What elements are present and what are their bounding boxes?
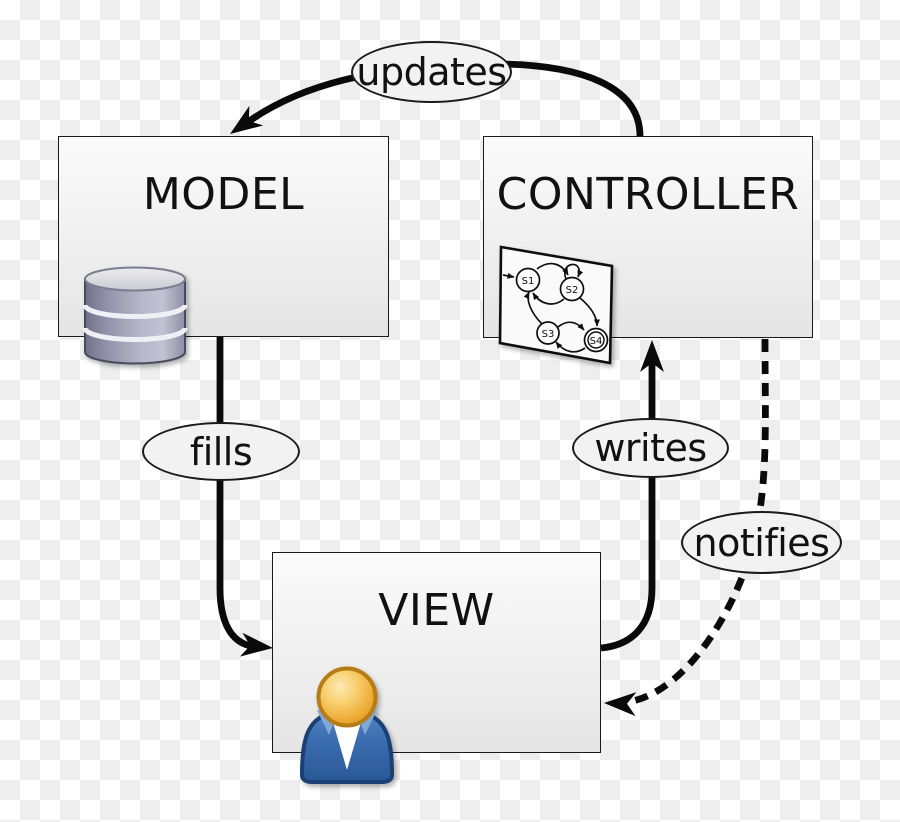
edge-writes-arrow [600,340,664,652]
state-s4-label: S4 [590,336,603,347]
controller-label: CONTROLLER [496,169,800,220]
state-s1-label: S1 [522,276,535,287]
user-head [316,666,378,728]
state-machine-icon: S1 S2 S3 S4 [498,245,614,365]
model-label: MODEL [142,169,305,220]
state-s3-circle [536,321,560,345]
fills-text: fills [189,429,253,474]
writes-text: writes [594,426,707,470]
controller-box: CONTROLLER [483,136,813,338]
state-s2-circle [559,276,585,302]
state-s1-circle [515,267,541,293]
notifies-text: notifies [693,520,830,565]
edge-fills-arrow [216,337,273,657]
database-icon [82,266,188,365]
state-s2-label: S2 [566,285,579,296]
view-label: VIEW [378,585,495,636]
edge-label-notifies: notifies [681,511,842,574]
state-s3-label: S3 [542,329,555,340]
updates-text: updates [356,50,507,94]
edge-label-writes: writes [572,418,729,478]
edge-label-updates: updates [351,41,512,103]
edge-label-fills: fills [142,422,300,481]
user-icon [299,666,395,784]
